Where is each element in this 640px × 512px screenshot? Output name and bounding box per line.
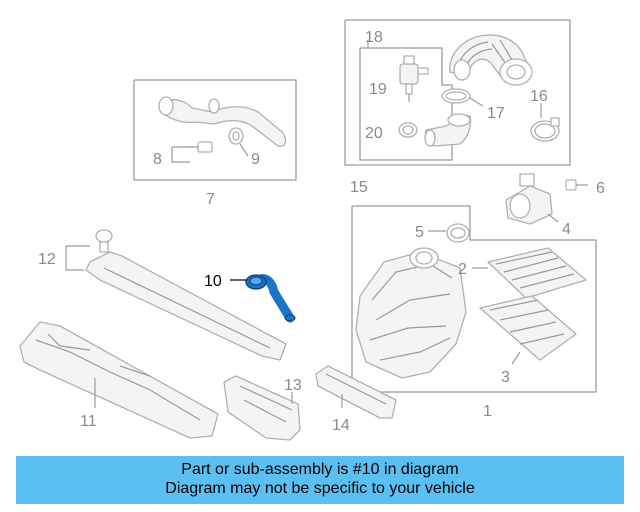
callout-16: 16 [530, 88, 548, 105]
sensor-4-illustration [505, 173, 559, 225]
frame-group-15 [344, 19, 571, 166]
bracket-13-illustration [223, 375, 301, 441]
callout-11: 11 [80, 413, 97, 430]
banner-line-2: Diagram may not be specific to your vehi… [165, 480, 475, 497]
callout-9: 9 [251, 151, 260, 168]
callout-20: 20 [365, 125, 383, 142]
callout-6: 6 [596, 180, 605, 197]
breather-hose-illustration [158, 96, 287, 147]
callout-15: 15 [350, 179, 368, 196]
elbow-illustration [424, 113, 472, 147]
callout-8: 8 [153, 151, 162, 168]
callout-3: 3 [501, 369, 510, 386]
highlighted-part-10[interactable] [230, 274, 296, 323]
duct-14-illustration [315, 365, 397, 419]
callout-5: 5 [415, 224, 424, 241]
frame-group-18 [359, 47, 453, 161]
callout-18: 18 [365, 29, 383, 46]
duct-11-illustration [19, 321, 219, 439]
banner-line-1: Part or sub-assembly is #10 in diagram [181, 461, 459, 478]
callout-7: 7 [206, 191, 215, 208]
support-12-illustration [65, 229, 287, 361]
callout-1: 1 [483, 403, 492, 420]
callout-14: 14 [332, 417, 350, 434]
frame-group-7 [133, 79, 297, 181]
filter-2-illustration [472, 247, 587, 299]
parts-diagram: 18 19 17 16 20 15 9 8 7 6 5 4 2 3 1 12 1… [19, 19, 605, 441]
callout-2: 2 [458, 261, 467, 278]
callout-13: 13 [284, 377, 302, 394]
valve-illustration [399, 55, 429, 102]
air-box-illustration [355, 247, 467, 379]
callout-17: 17 [487, 105, 505, 122]
callout-12: 12 [38, 251, 56, 268]
bolt-6-illustration [565, 179, 588, 191]
intake-hose-illustration [449, 34, 533, 86]
clamp-17-illustration [441, 88, 484, 107]
clamp-16-illustration [530, 103, 560, 142]
info-banner: Part or sub-assembly is #10 in diagram D… [16, 456, 624, 504]
oring-20-illustration [398, 122, 418, 138]
callout-10: 10 [204, 273, 222, 290]
oring-5-illustration [428, 223, 470, 243]
callout-4: 4 [562, 221, 571, 238]
bolt-8-illustration [171, 141, 213, 163]
grommet-9-illustration [228, 127, 249, 157]
callout-19: 19 [369, 81, 387, 98]
filter-3-illustration [479, 295, 577, 365]
